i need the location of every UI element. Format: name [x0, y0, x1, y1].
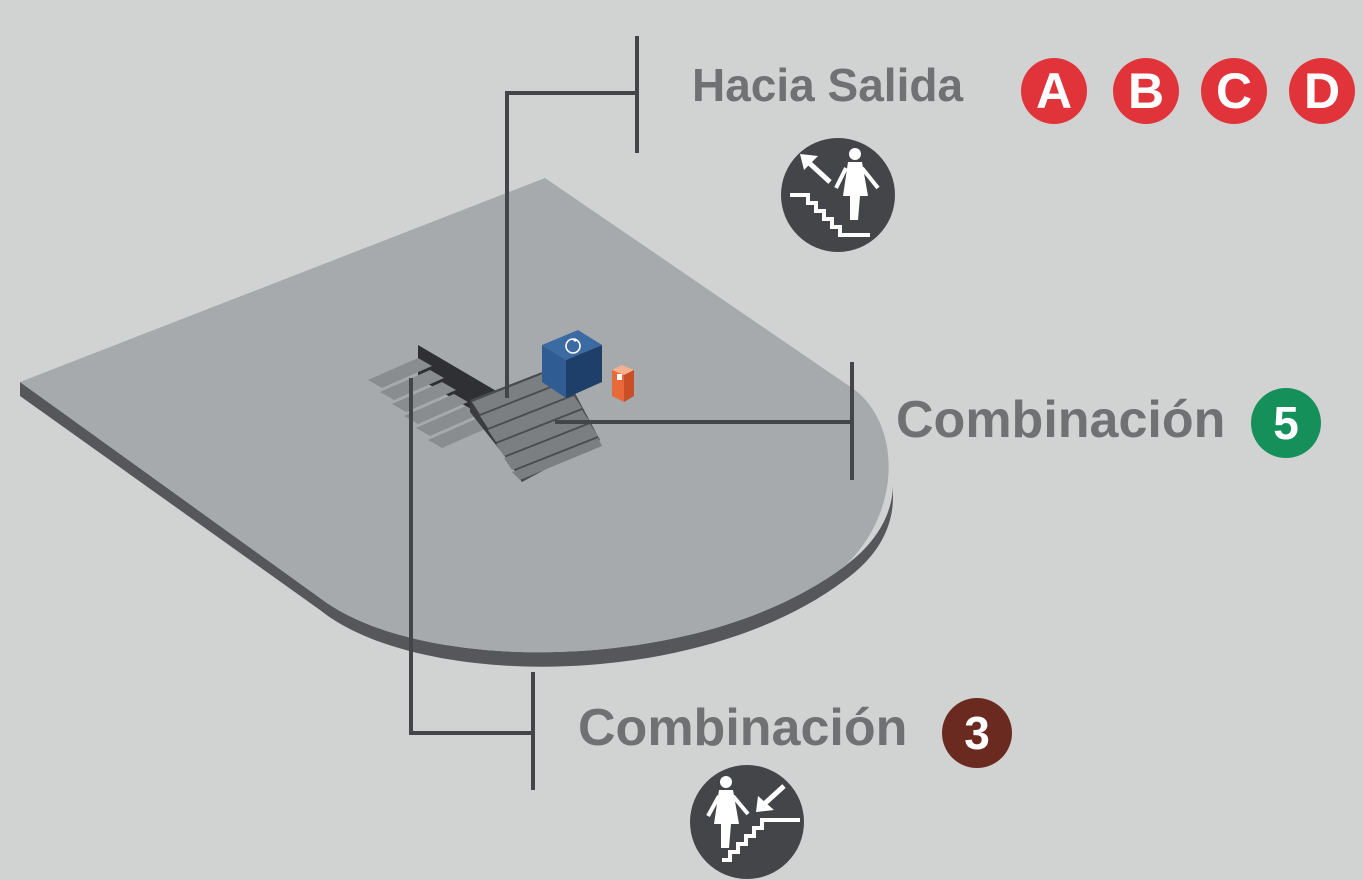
- leader-line-exit: [505, 91, 637, 398]
- line-3-badge: 3: [942, 698, 1012, 768]
- escalator-down-icon: [690, 765, 804, 879]
- elevator: [542, 330, 602, 398]
- line-d-badge: D: [1289, 58, 1355, 124]
- leader-line-combinacion-3: [409, 378, 533, 735]
- ticket-machine-icon: [612, 365, 634, 402]
- combinacion-3-label: Combinación: [578, 699, 908, 757]
- line-c-badge: C: [1201, 58, 1267, 124]
- line-b-badge: B: [1113, 58, 1179, 124]
- exit-label: Hacia Salida: [692, 59, 964, 111]
- combinacion-5-label: Combinación: [896, 391, 1226, 449]
- line-5-badge: 5: [1251, 388, 1321, 458]
- escalator-up-icon: [781, 138, 895, 252]
- wheelchair-icon: [565, 338, 581, 354]
- line-a-badge: A: [1021, 58, 1087, 124]
